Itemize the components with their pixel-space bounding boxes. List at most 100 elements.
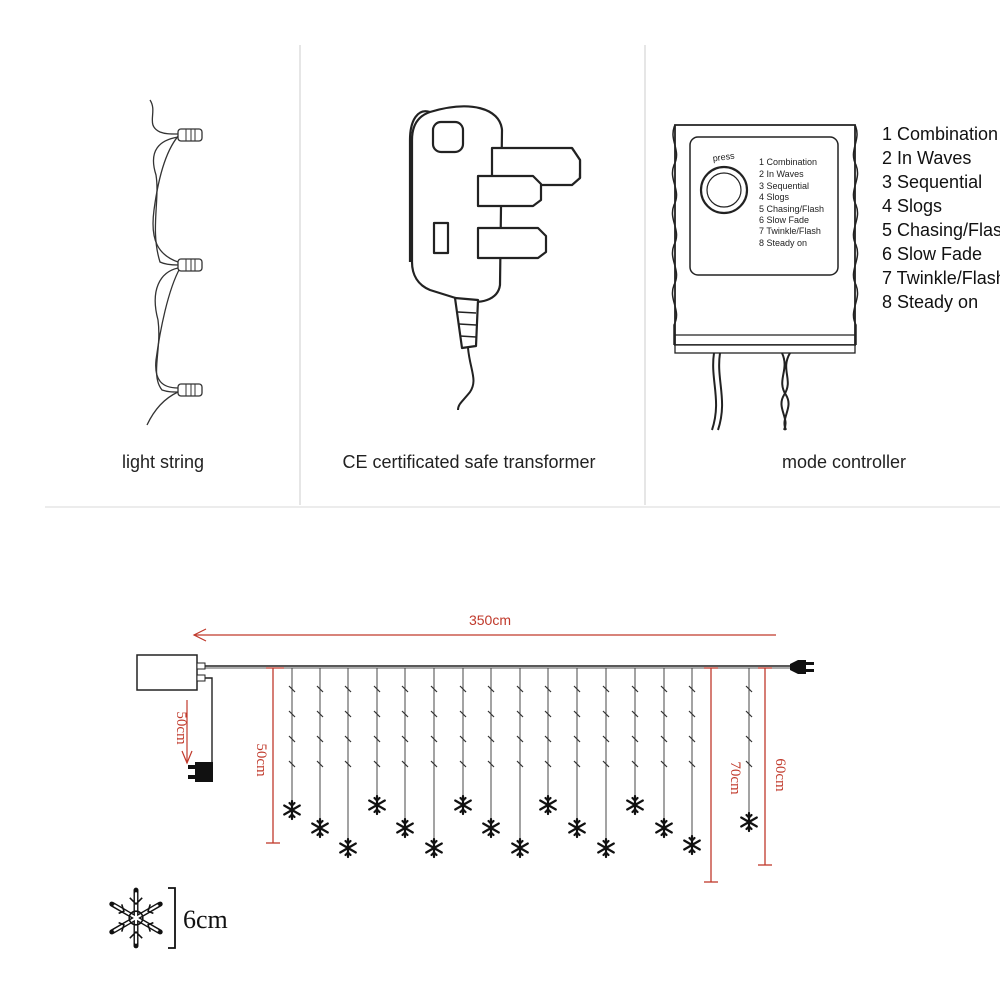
led-tick — [631, 760, 639, 768]
led-tick — [430, 685, 438, 693]
led-tick — [688, 735, 696, 743]
mode-item: 5 Chasing/Flash — [882, 220, 1000, 240]
snowflake-icon — [368, 794, 386, 816]
snowflake-icon — [454, 794, 472, 816]
led-tick — [573, 735, 581, 743]
led-tick — [430, 760, 438, 768]
led-tick — [344, 685, 352, 693]
led-tick — [288, 685, 296, 693]
led-tick — [660, 760, 668, 768]
snowflake-icon — [511, 837, 529, 859]
led-tick — [573, 710, 581, 718]
snowflake-icon — [539, 794, 557, 816]
led-tick — [430, 735, 438, 743]
led-tick — [459, 710, 467, 718]
main-plug-icon — [790, 660, 814, 674]
snowflake-icon — [311, 817, 329, 839]
led-bulb-icon-2 — [177, 258, 203, 272]
led-tick — [544, 685, 552, 693]
controller-mode-small: 8 Steady on — [759, 238, 807, 248]
led-tick — [401, 685, 409, 693]
snowflake-icon — [482, 817, 500, 839]
led-tick — [487, 710, 495, 718]
mode-item: 6 Slow Fade — [882, 244, 982, 264]
curtain-strands — [283, 668, 758, 859]
controller-mode-small: 1 Combination — [759, 157, 817, 167]
led-tick — [344, 735, 352, 743]
mid-drop-marker — [758, 667, 772, 866]
led-tick — [288, 735, 296, 743]
led-tick — [344, 710, 352, 718]
led-tick — [602, 685, 610, 693]
mode-item: 3 Sequential — [882, 172, 982, 192]
led-tick — [373, 735, 381, 743]
led-tick — [487, 685, 495, 693]
eu-plug-icon — [188, 762, 213, 782]
led-tick — [316, 735, 324, 743]
led-tick — [660, 685, 668, 693]
led-tick — [288, 710, 296, 718]
led-tick — [688, 685, 696, 693]
led-tick — [288, 760, 296, 768]
led-tick — [631, 710, 639, 718]
snowflake-icon — [339, 837, 357, 859]
snowflake-icon — [109, 887, 163, 949]
mode-item: 1 Combination — [882, 124, 998, 144]
led-tick — [373, 760, 381, 768]
led-tick — [316, 710, 324, 718]
snowflake-icon — [683, 834, 701, 856]
mode-item: 8 Steady on — [882, 292, 978, 312]
led-tick — [745, 735, 753, 743]
light-string-label: light string — [122, 452, 204, 472]
controller-mode-list-large: 1 Combination 2 In Waves 3 Sequential 4 … — [882, 124, 1000, 312]
transformer-label: CE certificated safe transformer — [342, 452, 595, 472]
controller-mode-small: 2 In Waves — [759, 169, 804, 179]
led-tick — [544, 735, 552, 743]
snowflake-icon — [283, 799, 301, 821]
led-tick — [459, 685, 467, 693]
led-tick — [745, 685, 753, 693]
lead-length-label: 50cm — [173, 711, 189, 745]
uk-plug-icon — [408, 105, 582, 411]
mode-item: 2 In Waves — [882, 148, 971, 168]
led-tick — [487, 735, 495, 743]
snowflake-size-bracket — [168, 887, 176, 949]
led-tick — [745, 760, 753, 768]
mode-item: 4 Slogs — [882, 196, 942, 216]
led-tick — [573, 685, 581, 693]
controller-box-icon — [671, 124, 859, 431]
mid-drop-label: 60cm — [772, 758, 788, 792]
led-tick — [316, 685, 324, 693]
light-string-illustration — [146, 99, 181, 426]
led-tick — [631, 735, 639, 743]
led-tick — [544, 710, 552, 718]
led-tick — [660, 710, 668, 718]
snowflake-size-label: 6cm — [183, 905, 228, 934]
short-drop-label: 50cm — [253, 743, 269, 777]
controller-label: mode controller — [782, 452, 906, 472]
short-drop-marker — [266, 667, 284, 844]
led-bulb-icon-1 — [177, 128, 203, 142]
led-tick — [344, 760, 352, 768]
controller-mode-small: 4 Slogs — [759, 192, 790, 202]
led-tick — [487, 760, 495, 768]
controller-mode-list-small: 1 Combination 2 In Waves 3 Sequential 4 … — [759, 157, 824, 248]
led-tick — [459, 760, 467, 768]
lead-length-arrow — [181, 700, 193, 765]
controller-mode-small: 7 Twinkle/Flash — [759, 226, 821, 236]
led-tick — [631, 685, 639, 693]
led-tick — [316, 760, 324, 768]
snowflake-icon — [396, 817, 414, 839]
led-tick — [459, 735, 467, 743]
snowflake-icon — [740, 811, 758, 833]
long-drop-label: 70cm — [727, 761, 743, 795]
led-bulb-icon-3 — [177, 383, 203, 397]
snowflake-icon — [626, 794, 644, 816]
led-tick — [602, 710, 610, 718]
controller-mode-small: 5 Chasing/Flash — [759, 204, 824, 214]
mode-item: 7 Twinkle/Flash — [882, 268, 1000, 288]
led-tick — [745, 710, 753, 718]
led-tick — [401, 735, 409, 743]
led-tick — [688, 710, 696, 718]
